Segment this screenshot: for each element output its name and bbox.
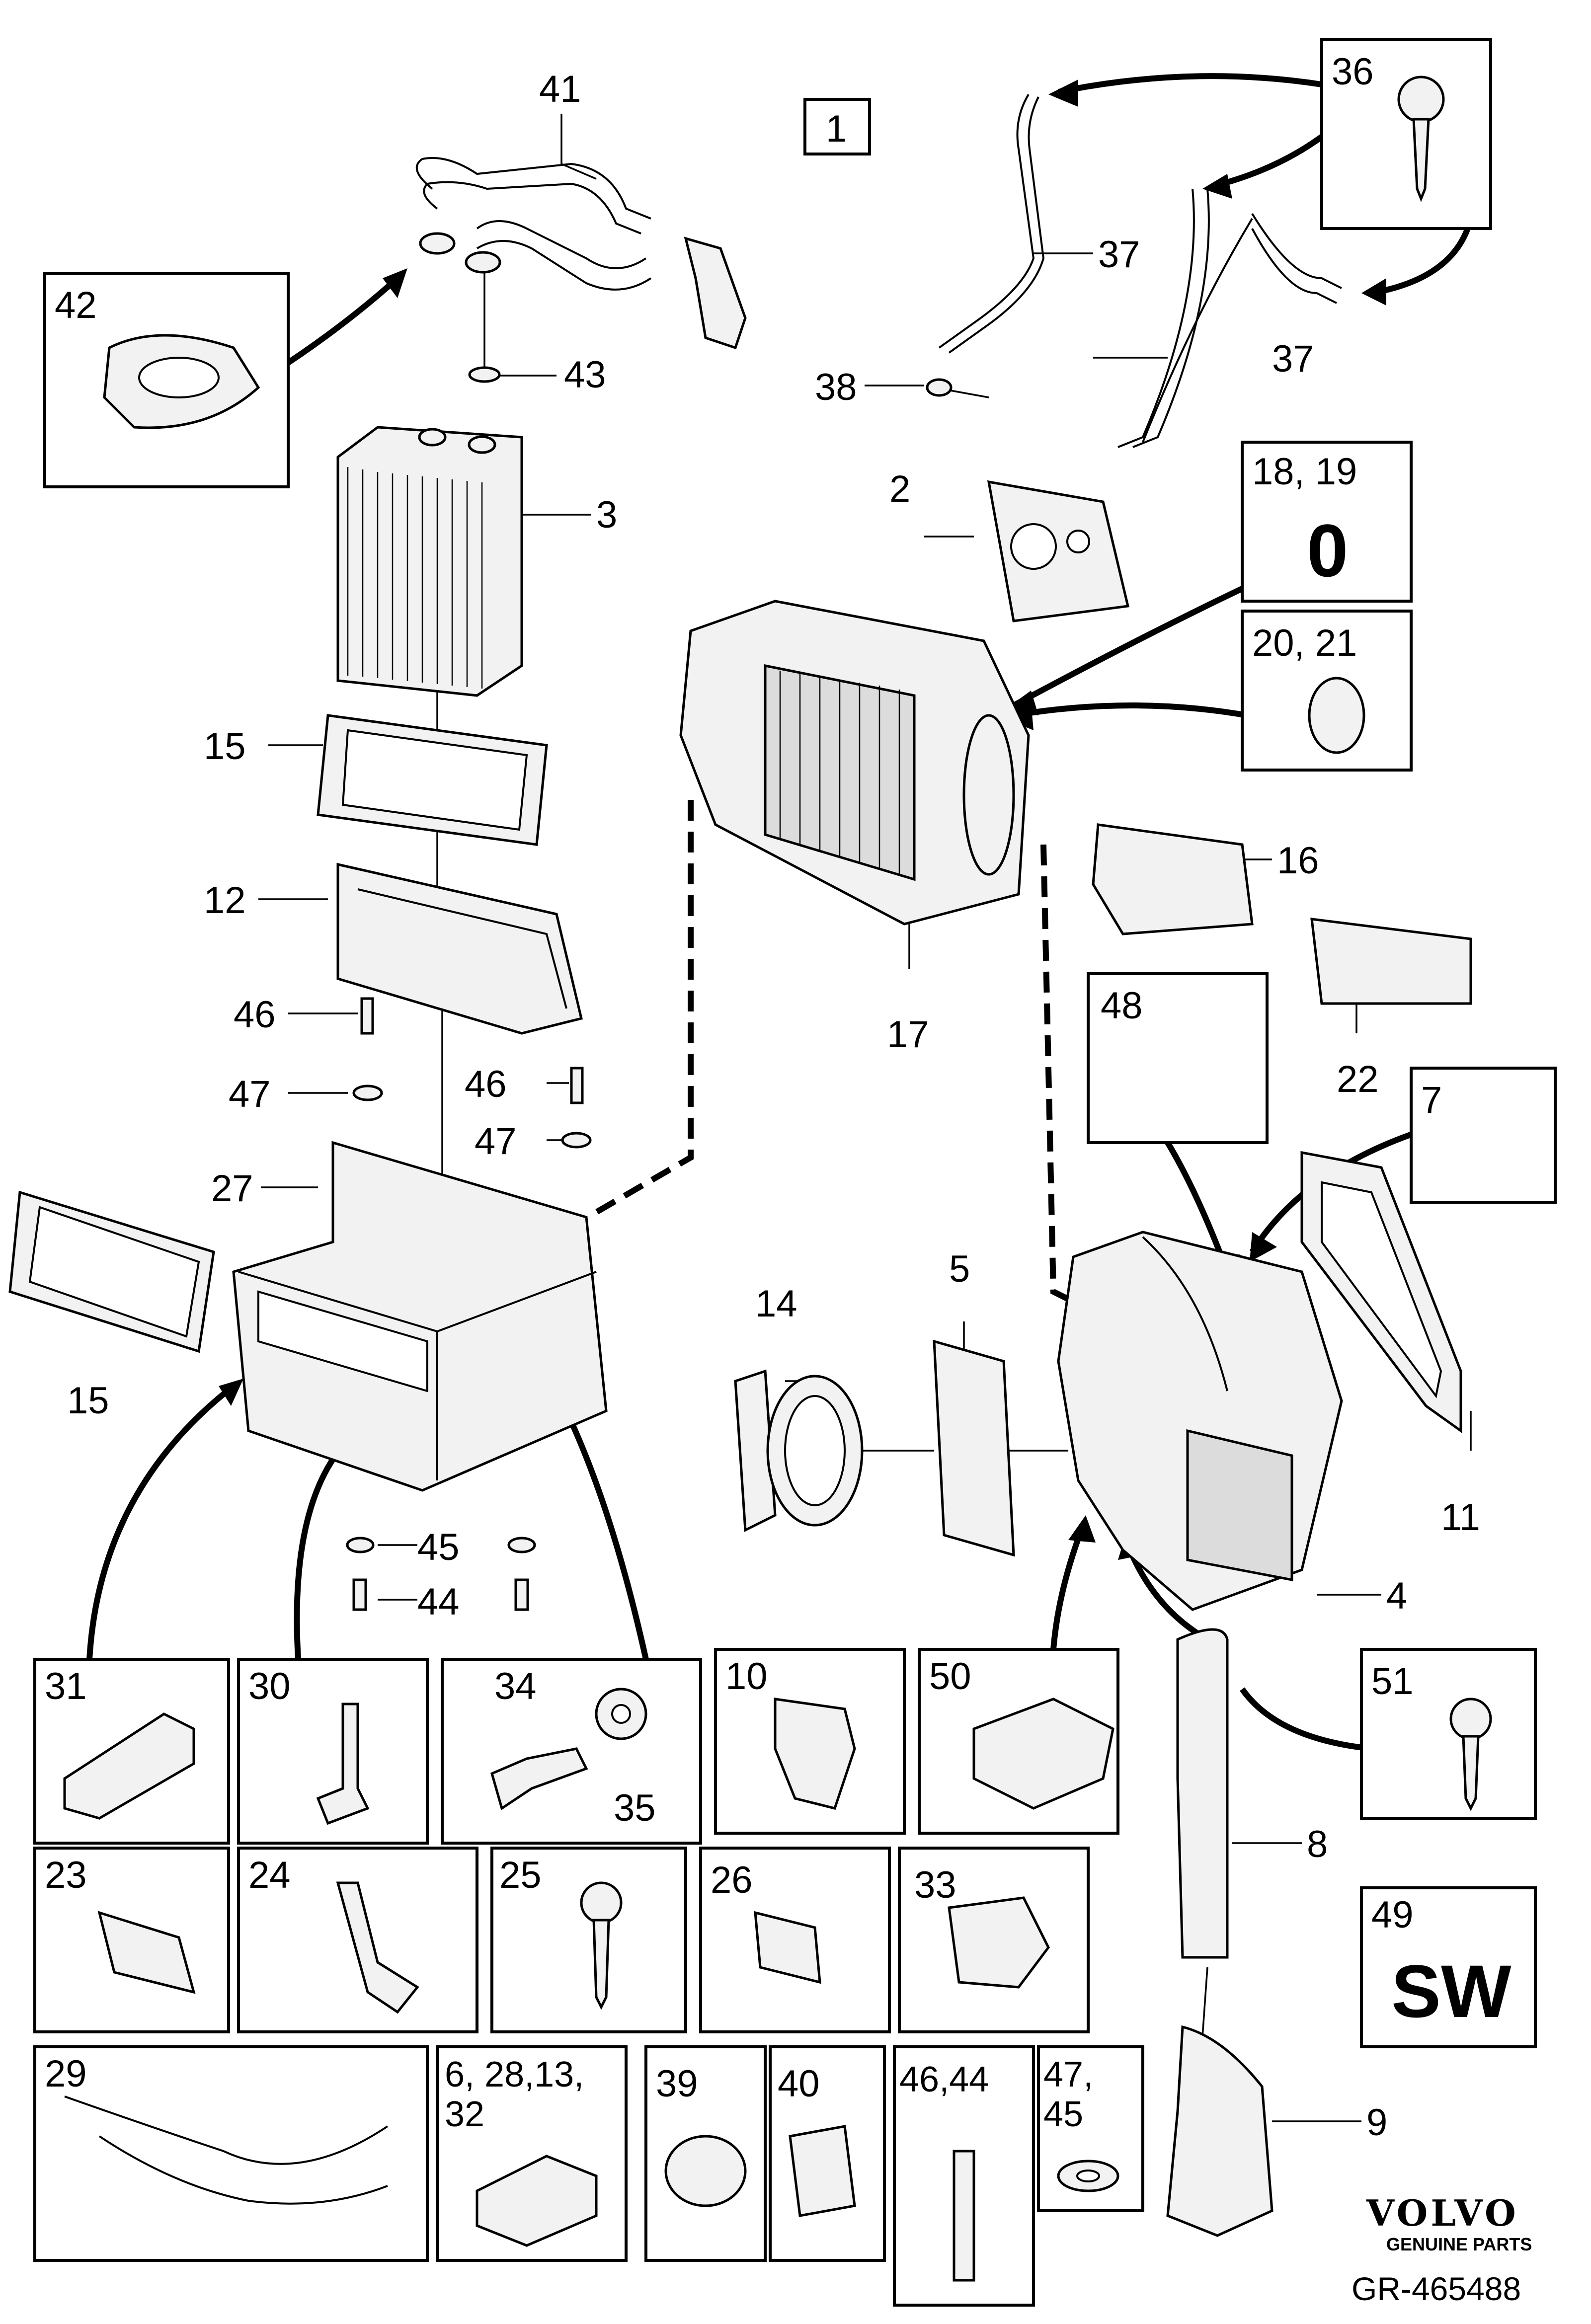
blower-housing-4 (1057, 1231, 1343, 1611)
callout-37-upper: 37 (1098, 233, 1140, 276)
callout-5: 5 (949, 1248, 970, 1290)
callout-51: 51 (1371, 1660, 1414, 1703)
brand-block: VOLVO GENUINE PARTS GR-465488 (1352, 2192, 1532, 2307)
inset-39-label: 39 (656, 2063, 698, 2105)
module-22 (1310, 918, 1472, 1005)
callout-labels: 1 41 43 3 15 12 46 47 46 47 27 15 45 44 … (55, 51, 1480, 2144)
callout-22: 22 (1337, 1058, 1379, 1100)
evaporator-housing-17 (679, 600, 1030, 926)
callout-11: 11 (1441, 1496, 1480, 1539)
brand-subtitle: GENUINE PARTS (1386, 2234, 1532, 2254)
inset-46-44-label: 46,44 (899, 2060, 989, 2099)
inset-18-19-label: 18, 19 (1252, 451, 1357, 493)
callout-38: 38 (815, 366, 857, 408)
fasteners-44-45 (346, 1537, 536, 1611)
vent-9 (1166, 2025, 1273, 2237)
diagram-reference: GR-465488 (1352, 2270, 1521, 2307)
inset-50-label: 50 (929, 1655, 971, 1698)
cover-12 (336, 862, 583, 1035)
inset-29-label: 29 (45, 2053, 87, 2095)
heater-core (336, 426, 523, 697)
callout-44: 44 (417, 1581, 460, 1623)
callout-46-left: 46 (234, 994, 276, 1036)
blower-motor-14 (734, 1369, 864, 1532)
inset-45-label: 45 (1043, 2094, 1083, 2134)
screws-46-47 (352, 997, 592, 1149)
inset-33-label: 33 (914, 1864, 956, 1906)
inset-23-label: 23 (45, 1854, 87, 1896)
callout-46-right: 46 (465, 1063, 507, 1105)
callout-37-lower: 37 (1272, 338, 1314, 380)
duct-8 (1176, 1628, 1229, 1959)
callout-27: 27 (211, 1167, 253, 1210)
callout-15-lower: 15 (67, 1380, 109, 1422)
callout-7: 7 (1421, 1079, 1442, 1121)
inset-49-text: SW (1391, 1949, 1511, 2033)
callout-48: 48 (1101, 985, 1143, 1027)
inset-31-label: 31 (45, 1665, 87, 1707)
callout-14: 14 (755, 1283, 797, 1325)
inset-35-label: 35 (614, 1787, 656, 1829)
inset-labels: 18, 19 0 20, 21 31 30 34 35 10 50 23 24 … (45, 451, 1511, 2134)
inset-30-label: 30 (248, 1665, 291, 1707)
callout-36: 36 (1332, 51, 1374, 93)
callout-41: 41 (539, 68, 581, 110)
seal-lower (8, 1190, 215, 1353)
callout-47-left: 47 (229, 1073, 271, 1115)
inset-6-28-13-label: 6, 28,13, (445, 2055, 584, 2094)
seal-upper (317, 714, 548, 846)
callout-3: 3 (596, 494, 617, 536)
callout-47-right: 47 (475, 1120, 517, 1162)
inset-47-label: 47, (1043, 2055, 1093, 2094)
inset-32-label: 32 (445, 2094, 484, 2134)
inset-20-21-label: 20, 21 (1252, 622, 1357, 664)
inset-18-19-symbol: 0 (1307, 509, 1348, 592)
callout-43: 43 (564, 354, 606, 396)
callout-15-upper: 15 (204, 725, 246, 768)
inset-34-label: 34 (494, 1665, 537, 1707)
callout-45: 45 (417, 1526, 460, 1568)
bracket-5 (933, 1339, 1015, 1557)
inset-26-label: 26 (711, 1859, 753, 1901)
callout-9: 9 (1366, 2101, 1387, 2144)
inset-24-label: 24 (248, 1854, 291, 1896)
callout-4: 4 (1386, 1575, 1407, 1617)
inset-25-label: 25 (499, 1854, 542, 1896)
brand-name: VOLVO (1366, 2192, 1519, 2234)
callout-2: 2 (889, 468, 910, 510)
filter-frame-11 (1300, 1151, 1462, 1433)
inset-49-label: 49 (1371, 1894, 1414, 1936)
callout-16: 16 (1277, 840, 1319, 882)
inset-10-label: 10 (725, 1655, 768, 1698)
callout-12: 12 (204, 879, 246, 922)
assembly-guides (594, 800, 1095, 1315)
heater-hoses (415, 157, 747, 383)
callout-42: 42 (55, 284, 97, 326)
module-16 (1092, 823, 1254, 935)
refrigerant-pipes (926, 93, 1342, 448)
callout-8: 8 (1307, 1823, 1328, 1865)
callout-17: 17 (887, 1013, 929, 1056)
seal-plate-2 (987, 480, 1130, 622)
hvac-housing-27 (232, 1141, 608, 1492)
inset-40-label: 40 (778, 2063, 820, 2105)
callout-1: 1 (826, 108, 847, 150)
inset-icons (63, 76, 1492, 2282)
